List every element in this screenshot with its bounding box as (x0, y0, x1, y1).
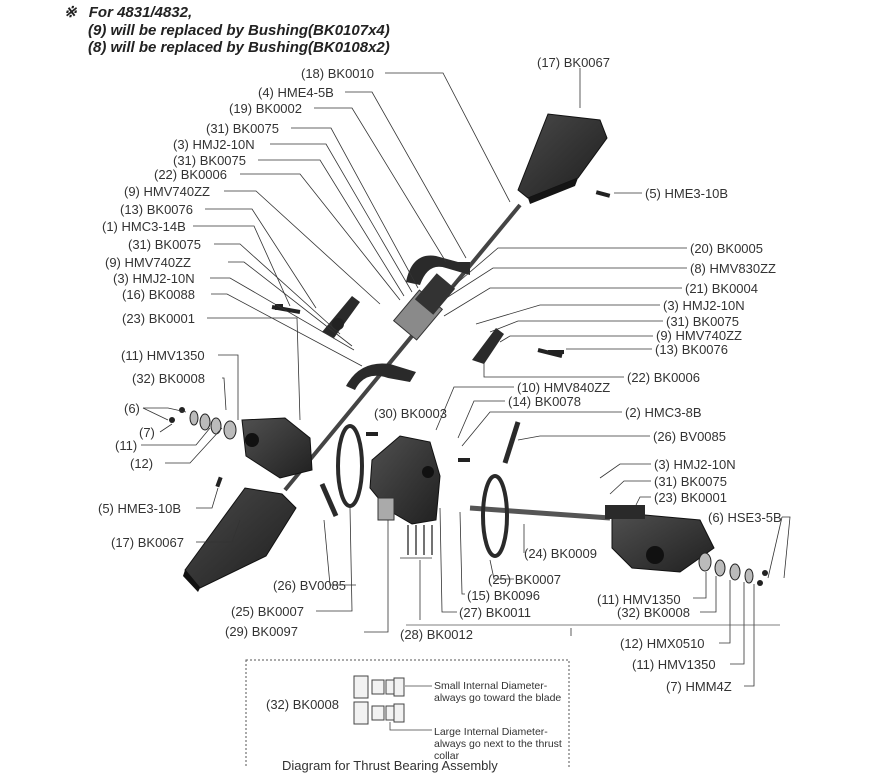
main-shaft (283, 203, 522, 492)
part-label: (9) HMV740ZZ (656, 328, 742, 343)
note-line-1: ※ For 4831/4832, (64, 4, 192, 22)
right-bearing-stack (698, 552, 754, 584)
part-label: (32) BK0008 (132, 371, 205, 386)
part-label: (12) (130, 456, 154, 471)
part-label: (24) BK0009 (524, 546, 597, 561)
part-label: (13) BK0076 (120, 202, 193, 217)
link-rod-upper (502, 421, 521, 464)
link-rod-lower (319, 482, 339, 518)
inset-large-diameter-line3: collar (434, 750, 460, 762)
part-label: (20) BK0005 (690, 241, 763, 256)
note-line-2: (9) will be replaced by Bushing(BK0107x4… (88, 22, 390, 39)
part-label: (28) BK0012 (400, 627, 473, 642)
part-label: (9) HMV740ZZ (105, 255, 191, 270)
part-label: (19) BK0002 (229, 101, 302, 116)
part-label: (3) HMJ2-10N (113, 271, 195, 286)
left-bearing-stack (189, 410, 237, 440)
pins (407, 525, 433, 555)
part-label: (13) BK0076 (655, 342, 728, 357)
part-label: (6) HSE3-5B (708, 510, 782, 525)
part-label: (22) BK0006 (627, 370, 700, 385)
center-block (414, 273, 456, 315)
part-label: (14) BK0078 (508, 394, 581, 409)
small-screws (169, 190, 768, 586)
part-label: (26) BV0085 (273, 578, 346, 593)
bottom-blade (183, 487, 297, 592)
part-label: (31) BK0075 (666, 314, 739, 329)
part-label: (3) HMJ2-10N (663, 298, 745, 313)
part-label: (25) BK0007 (488, 572, 561, 587)
part-label: (15) BK0096 (467, 588, 540, 603)
left-grip (241, 417, 313, 479)
part-label: (8) HMV830ZZ (690, 261, 776, 276)
part-label: (11) HMV1350 (121, 348, 205, 363)
part-label: (18) BK0010 (301, 66, 374, 81)
part-label: (10) HMV840ZZ (517, 380, 611, 395)
upper-yoke (406, 255, 470, 285)
part-label: (23) BK0001 (654, 490, 727, 505)
inset-large-diameter-line1: Large Internal Diameter- (434, 726, 548, 738)
part-label: (12) HMX0510 (620, 636, 705, 651)
note-line-3: (8) will be replaced by Bushing(BK0108x2… (88, 39, 390, 56)
horizontal-shaft (469, 505, 611, 521)
top-blade (517, 113, 608, 204)
part-label: (7) (139, 425, 155, 440)
tail-hub (369, 435, 441, 525)
part-label: (9) HMV740ZZ (124, 184, 210, 199)
part-label: (27) BK0011 (459, 605, 532, 620)
part-label: (4) HME4-5B (258, 85, 334, 100)
part-label: (3) HMJ2-10N (654, 457, 736, 472)
part-label: (31) BK0075 (173, 153, 246, 168)
part-label: (1) HMC3-14B (102, 219, 186, 234)
part-label: (29) BK0097 (225, 624, 298, 639)
control-ring-left (336, 424, 364, 508)
inset-part-label: (32) BK0008 (266, 697, 339, 712)
part-label: (7) HMM4Z (666, 679, 732, 694)
part-label: (5) HME3-10B (645, 186, 729, 201)
inset-small-diameter-line1: Small Internal Diameter- (434, 680, 548, 692)
part-label: (31) BK0075 (654, 474, 727, 489)
control-ring-right (481, 474, 509, 558)
inset-small-diameter-line2: always go toward the blade (434, 692, 562, 704)
part-label: (11) HMV1350 (597, 592, 681, 607)
part-label: (5) HME3-10B (98, 501, 182, 516)
right-arm (472, 328, 563, 364)
part-label: (2) HMC3-8B (625, 405, 702, 420)
note-title: For 4831/4832, (88, 4, 193, 21)
part-label: (17) BK0067 (111, 535, 184, 550)
inset-caption: Diagram for Thrust Bearing Assembly (282, 758, 498, 773)
part-label: (3) HMJ2-10N (173, 137, 255, 152)
note-symbol: ※ (64, 4, 77, 21)
part-label: (22) BK0006 (154, 167, 227, 182)
lower-yoke (346, 363, 416, 390)
part-label: (31) BK0075 (206, 121, 279, 136)
part-label: (26) BV0085 (653, 429, 726, 444)
part-label: (23) BK0001 (122, 311, 195, 326)
leader-lines (141, 68, 791, 687)
inset-large-diameter-line2: always go next to the thrust (434, 738, 562, 750)
part-label: (31) BK0075 (128, 237, 201, 252)
right-grip (605, 505, 715, 573)
part-label: (21) BK0004 (685, 281, 758, 296)
part-label: (32) BK0008 (617, 605, 690, 620)
inset-box (245, 624, 780, 768)
part-label: (11) HMV1350 (632, 657, 716, 672)
part-label: (25) BK0007 (231, 604, 304, 619)
part-label: (6) (124, 401, 140, 416)
part-label: (11) (115, 438, 138, 453)
part-label: (16) BK0088 (122, 287, 195, 302)
part-label: (17) BK0067 (537, 55, 610, 70)
part-label: (30) BK0003 (374, 406, 447, 421)
left-arm (271, 296, 360, 338)
